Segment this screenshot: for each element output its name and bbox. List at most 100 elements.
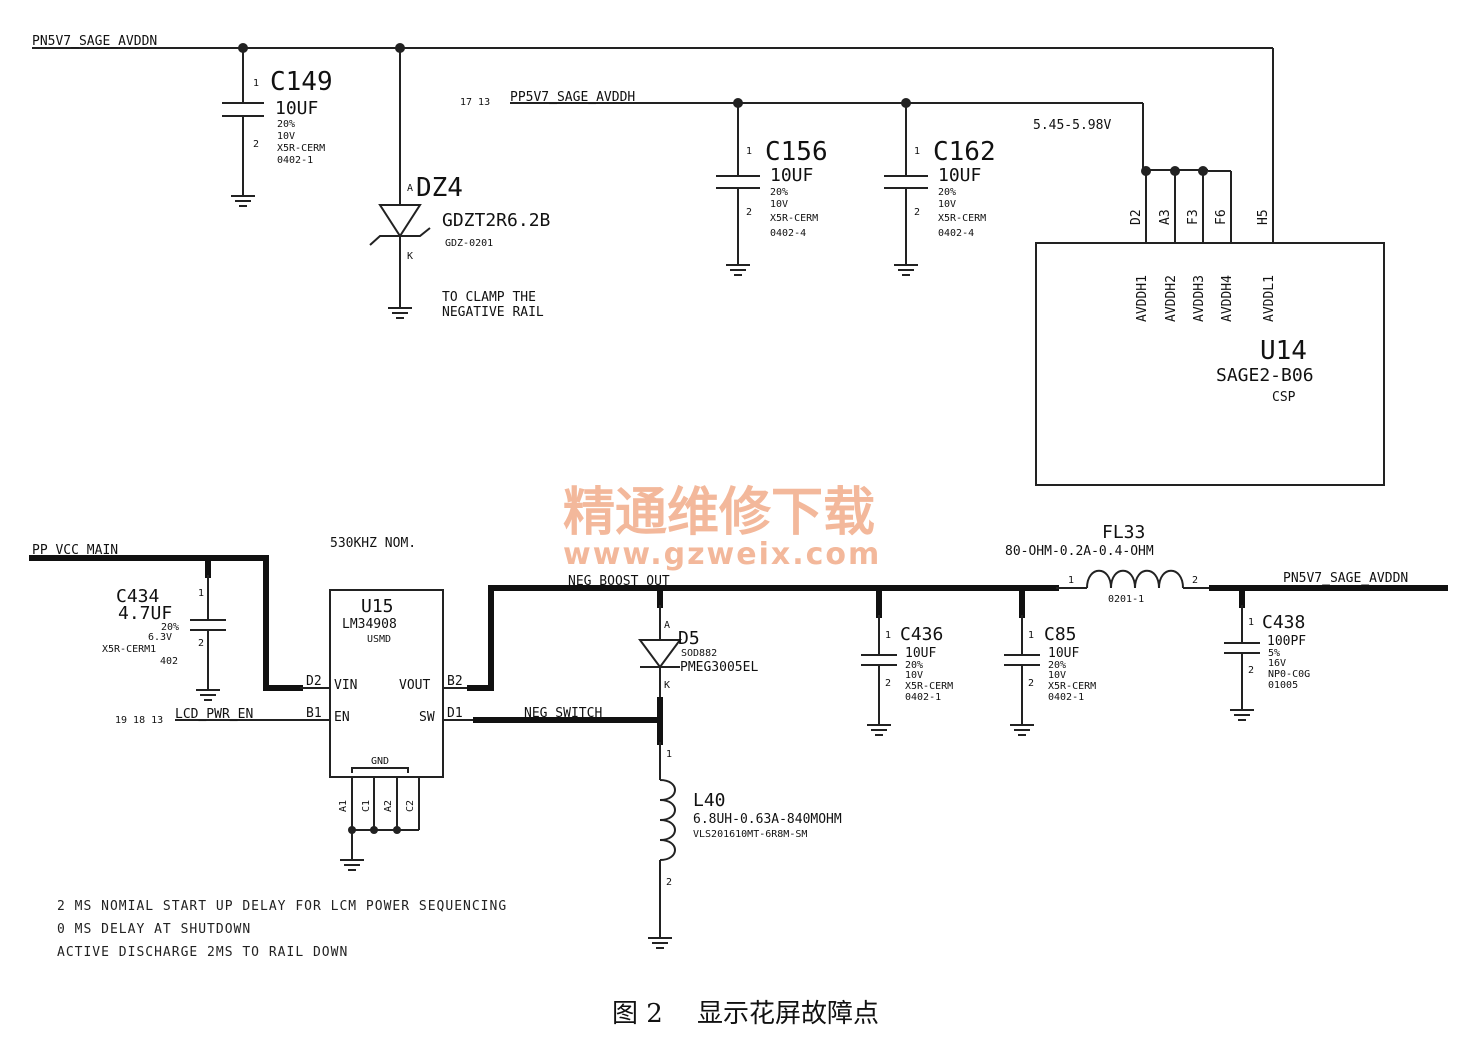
- d5-cathode: K: [664, 680, 670, 691]
- u14-ball-f3: F3: [1186, 209, 1201, 225]
- d5-pkg: SOD882: [681, 648, 717, 659]
- dz4-note-2: NEGATIVE RAIL: [442, 305, 544, 320]
- c162-ref: C162: [933, 137, 996, 167]
- c436-value: 10UF: [905, 646, 936, 661]
- c438-ref: C438: [1262, 612, 1305, 633]
- c436-tol: 20%: [905, 660, 923, 671]
- fl33-pin2: 2: [1192, 575, 1198, 586]
- ferrite-fl33: 1 2 FL33 80-OHM-0.2A-0.4-OHM 0201-1: [1005, 522, 1212, 605]
- c436-pin1: 1: [885, 630, 891, 641]
- u15-pin-a2: A2: [383, 800, 394, 812]
- c85-volt: 10V: [1048, 670, 1066, 681]
- net-label-pn5v7-bottom: PN5V7_SAGE_AVDDN: [1283, 571, 1408, 586]
- d5-anode: A: [664, 620, 670, 631]
- capacitor-c162: 1 2 C162 10UF 20% 10V X5R-CERM 0402-4: [884, 103, 996, 276]
- c434-ref: C434: [116, 586, 159, 607]
- u15-part: LM34908: [342, 617, 397, 632]
- c162-pin2: 2: [914, 207, 920, 218]
- dz4-anode: A: [407, 183, 413, 194]
- figure-caption: 图 2 显示花屏故障点: [612, 999, 879, 1029]
- c156-pkg: 0402-4: [770, 228, 806, 239]
- u14-pin-avddh4: AVDDH4: [1220, 275, 1235, 322]
- u14-ball-f6: F6: [1214, 209, 1229, 225]
- rail-neg-boost-out: NEG_BOOST_OUT: [443, 574, 1087, 691]
- u15-pin-c2: C2: [405, 800, 416, 812]
- c438-tol: 5%: [1268, 648, 1280, 659]
- c149-pin1: 1: [253, 78, 259, 89]
- u14-part: SAGE2-B06: [1216, 365, 1314, 386]
- c436-pin2: 2: [885, 678, 891, 689]
- u14-pin-avddh2: AVDDH2: [1164, 275, 1179, 322]
- c162-pin1: 1: [914, 146, 920, 157]
- design-notes: 2 MS NOMIAL START UP DELAY FOR LCM POWER…: [57, 899, 506, 960]
- c85-type: X5R-CERM: [1048, 681, 1096, 692]
- fl33-pin1: 1: [1068, 575, 1074, 586]
- c434-value: 4.7UF: [118, 603, 172, 624]
- c438-pin2: 2: [1248, 665, 1254, 676]
- c156-pin2: 2: [746, 207, 752, 218]
- u14-ball-h5: H5: [1256, 209, 1271, 225]
- rail-pp5v7: 17 13 PP5V7_SAGE_AVDDH 5.45-5.98V: [460, 90, 1208, 176]
- fl33-ref: FL33: [1102, 522, 1145, 543]
- u15-pin-a1: A1: [338, 800, 349, 812]
- u15-pin-b1: B1: [306, 706, 322, 721]
- c156-tol: 20%: [770, 187, 788, 198]
- dz4-note-1: TO CLAMP THE: [442, 290, 536, 305]
- c436-type: X5R-CERM: [905, 681, 953, 692]
- dz4-cathode: K: [407, 251, 413, 262]
- c85-tol: 20%: [1048, 660, 1066, 671]
- c162-pkg: 0402-4: [938, 228, 974, 239]
- u15-pin-d1: D1: [447, 706, 463, 721]
- c434-pkg: 402: [160, 656, 178, 667]
- u15-pin-c1: C1: [361, 800, 372, 812]
- dz4-pkg: GDZ-0201: [445, 238, 493, 249]
- c436-volt: 10V: [905, 670, 923, 681]
- l40-part: VLS201610MT-6R8M-SM: [693, 829, 807, 840]
- u14-pkg: CSP: [1272, 390, 1296, 405]
- c162-tol: 20%: [938, 187, 956, 198]
- c149-pin2: 2: [253, 139, 259, 150]
- fl33-pkg: 0201-1: [1108, 594, 1144, 605]
- u15-pin-vout: VOUT: [399, 678, 430, 693]
- c434-pin2: 2: [198, 638, 204, 649]
- u15-ref: U15: [361, 596, 394, 617]
- top-rail-pn5v7: PN5V7_SAGE_AVDDN: [32, 34, 1274, 243]
- c149-value: 10UF: [275, 98, 318, 119]
- c85-value: 10UF: [1048, 646, 1079, 661]
- voltage-range-label: 5.45-5.98V: [1033, 118, 1111, 133]
- u14-ref: U14: [1260, 336, 1307, 366]
- zener-diode-dz4: A K DZ4 GDZT2R6.2B GDZ-0201 TO CLAMP THE…: [369, 48, 550, 320]
- net-label-pn5v7-top: PN5V7_SAGE_AVDDN: [32, 34, 157, 49]
- c438-type: NP0-C0G: [1268, 669, 1310, 680]
- net-label-neg-boost-out: NEG_BOOST_OUT: [568, 574, 670, 589]
- lcd-en-ref: 19 18 13: [115, 715, 163, 726]
- watermark-cn: 精通维修下载: [563, 483, 875, 543]
- c162-type: X5R-CERM: [938, 213, 986, 224]
- c85-pin2: 2: [1028, 678, 1034, 689]
- c156-volt: 10V: [770, 199, 788, 210]
- ic-u14: D2 A3 F3 F6 H5 AVDDH1 AVDDH2 AVDDH3 AVDD…: [1035, 170, 1385, 486]
- capacitor-c434: 1 2 C434 4.7UF 20% 6.3V X5R-CERM1 402: [102, 555, 226, 701]
- c438-pin1: 1: [1248, 617, 1254, 628]
- net-lcd-pwr-en: 19 18 13 LCD_PWR_EN: [115, 707, 330, 726]
- rail-pp-vcc-main: PP_VCC_MAIN: [29, 543, 330, 691]
- net-label-pp-vcc: PP_VCC_MAIN: [32, 543, 118, 558]
- c438-value: 100PF: [1267, 634, 1306, 649]
- caption-fig: 图 2: [612, 999, 663, 1029]
- u14-ball-d2: D2: [1129, 209, 1144, 225]
- c162-value: 10UF: [938, 165, 981, 186]
- c434-pin1: 1: [198, 588, 204, 599]
- c156-type: X5R-CERM: [770, 213, 818, 224]
- l40-ref: L40: [693, 790, 726, 811]
- capacitor-c85: 1 2 C85 10UF 20% 10V X5R-CERM 0402-1: [1004, 585, 1096, 736]
- c149-ref: C149: [270, 67, 333, 97]
- u15-pin-vin: VIN: [334, 678, 357, 693]
- note-line-2: 0 MS DELAY AT SHUTDOWN: [57, 922, 251, 937]
- watermark: 精通维修下载 www.gzweix.com: [563, 483, 879, 572]
- capacitor-c436: 1 2 C436 10UF 20% 10V X5R-CERM 0402-1: [861, 585, 953, 736]
- l40-value: 6.8UH-0.63A-840MOHM: [693, 812, 842, 827]
- u15-pin-b2: B2: [447, 674, 463, 689]
- caption-title: 显示花屏故障点: [697, 999, 879, 1029]
- net-label-lcd-pwr-en: LCD_PWR_EN: [175, 707, 253, 722]
